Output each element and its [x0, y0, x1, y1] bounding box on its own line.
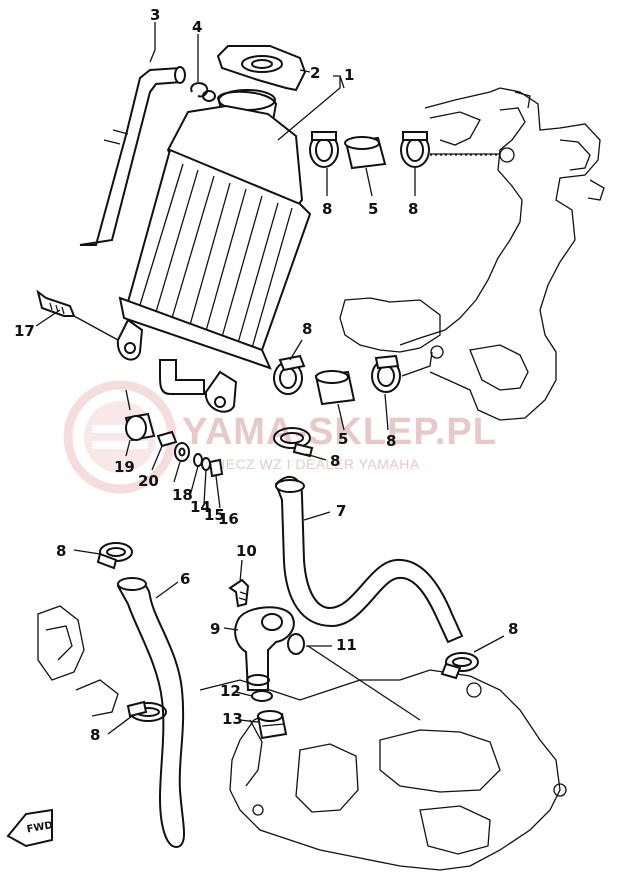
callout-4: 4 [192, 18, 202, 36]
callout-9: 9 [210, 620, 220, 638]
o-ring-part-12 [251, 690, 273, 702]
callout-11: 11 [336, 636, 357, 654]
clamp-part-8-hose-7-top [273, 427, 314, 458]
clamp-part-8-mid-right [371, 354, 401, 393]
callout-5-b: 5 [338, 430, 348, 448]
clamp-part-8-hose-7-bottom [440, 652, 479, 680]
callout-8-h: 8 [90, 726, 100, 744]
collar-part-20 [156, 430, 178, 448]
o-ring-part-11 [287, 633, 305, 655]
callout-8-g: 8 [508, 620, 518, 638]
callout-8-d: 8 [386, 432, 396, 450]
engine-lower-drawing [37, 605, 567, 871]
clamp-part-8-hose-6-bottom [126, 700, 167, 722]
clamp-part-8-hose-6-top [96, 542, 133, 570]
callout-8-b: 8 [408, 200, 418, 218]
callout-1: 1 [344, 66, 354, 84]
damper-part-19 [124, 412, 156, 442]
radiator-part-1 [116, 89, 312, 413]
callout-8-f: 8 [56, 542, 66, 560]
clamp-part-8-mid-left [273, 354, 306, 395]
watermark-tagline: UCIECZ WZ I DEALER YAMAHA [200, 456, 420, 472]
watermark-brand: YAMA-SKLEP.PL [182, 411, 497, 453]
hose-part-6 [116, 577, 186, 848]
fitting-part-9 [234, 606, 295, 691]
callout-6: 6 [180, 570, 190, 588]
callout-5-a: 5 [368, 200, 378, 218]
callout-7: 7 [336, 502, 346, 520]
callout-8-c: 8 [302, 320, 312, 338]
callout-10: 10 [236, 542, 257, 560]
callout-16: 16 [218, 510, 239, 528]
callout-labels: 3 4 2 1 8 5 8 17 8 5 8 8 19 20 18 14 15 … [14, 6, 518, 744]
callout-12: 12 [220, 682, 241, 700]
callout-19: 19 [114, 458, 135, 476]
callout-14: 14 [190, 498, 211, 516]
callout-20: 20 [138, 472, 159, 490]
callout-2: 2 [310, 64, 320, 82]
bolt-part-10 [228, 578, 250, 608]
callout-15: 15 [204, 506, 225, 524]
small-parts-group [124, 412, 224, 478]
hose-part-7 [274, 475, 464, 644]
callout-8-a: 8 [322, 200, 332, 218]
nut-part-16 [208, 458, 224, 478]
radiator-cap-part-2 [216, 45, 307, 92]
callout-17: 17 [14, 322, 35, 340]
clamp-part-8-upper-left [309, 131, 339, 168]
callout-18: 18 [172, 486, 193, 504]
washer-part-18 [174, 442, 190, 462]
washer-part-15 [201, 457, 211, 471]
union-part-13 [256, 710, 288, 740]
clip-part-4 [190, 82, 216, 102]
hose-part-5-lower [314, 370, 356, 406]
fwd-arrow-icon: FWD [6, 808, 54, 848]
fwd-label: FWD [26, 820, 54, 835]
callout-8-e: 8 [330, 452, 340, 470]
callout-3: 3 [150, 6, 160, 24]
clamp-part-8-upper-right [400, 131, 430, 168]
callout-13: 13 [222, 710, 243, 728]
leader-lines [35, 22, 505, 735]
hose-part-3 [79, 66, 186, 246]
engine-frame-drawing [339, 87, 605, 421]
hose-part-5-upper [344, 136, 387, 170]
